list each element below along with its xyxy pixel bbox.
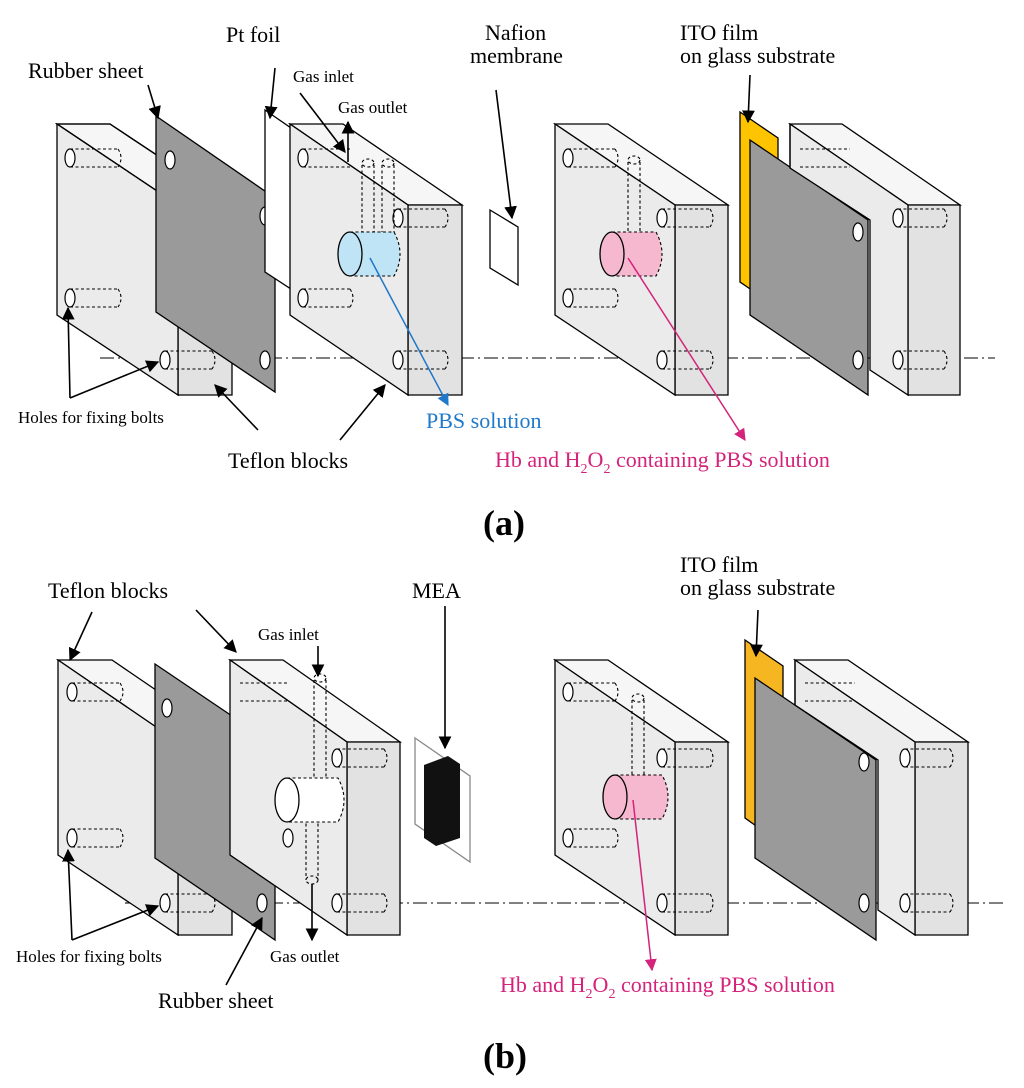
panel-label-b: (b) <box>483 1036 527 1076</box>
label-pt-foil: Pt foil <box>226 22 280 47</box>
hb-chamber-cylinder-a <box>599 231 625 277</box>
label-ito-b-line2: on glass substrate <box>680 575 835 600</box>
label-gas-inlet-a: Gas inlet <box>293 67 354 86</box>
mea-assembly <box>414 736 471 864</box>
label-teflon-blocks-b: Teflon blocks <box>48 578 168 603</box>
label-pbs-solution: PBS solution <box>426 408 542 433</box>
label-hb-h2o2-b: Hb and H2O2 containing PBS solution <box>500 972 835 1002</box>
label-nafion-line2: membrane <box>470 43 563 68</box>
label-ito-a-line1: ITO film <box>680 20 758 45</box>
panel-b: Teflon blocks Gas inlet MEA ITO film on … <box>16 552 1005 1076</box>
rubber-sheet-a <box>155 114 276 394</box>
label-gas-outlet-b: Gas outlet <box>270 947 340 966</box>
label-rubber-sheet-b: Rubber sheet <box>158 988 273 1013</box>
teflon-block-b3 <box>552 658 731 937</box>
nafion-membrane <box>489 208 519 287</box>
label-rubber-sheet-a: Rubber sheet <box>28 58 143 83</box>
label-holes-a: Holes for fixing bolts <box>18 408 164 427</box>
label-holes-b: Holes for fixing bolts <box>16 947 162 966</box>
pbs-chamber-cylinder <box>337 231 363 277</box>
label-teflon-blocks-a: Teflon blocks <box>228 448 348 473</box>
teflon-block-a2 <box>287 122 465 397</box>
panel-label-a: (a) <box>483 503 525 543</box>
panel-a: Rubber sheet Pt foil Gas inlet Gas outle… <box>18 20 995 543</box>
label-gas-outlet-a: Gas outlet <box>338 98 408 117</box>
label-ito-b-line1: ITO film <box>680 552 758 577</box>
label-hb-h2o2-a: Hb and H2O2 containing PBS solution <box>495 447 830 477</box>
teflon-block-a4 <box>787 122 963 397</box>
teflon-block-b2 <box>227 658 403 937</box>
teflon-block-a3 <box>552 122 731 397</box>
hb-chamber-cylinder-b <box>602 774 628 820</box>
label-gas-inlet-b: Gas inlet <box>258 625 319 644</box>
label-nafion-line1: Nafion <box>485 20 546 45</box>
gas-chamber-cylinder <box>274 777 300 823</box>
label-mea: MEA <box>412 578 461 603</box>
teflon-block-b4 <box>792 658 971 937</box>
label-ito-a-line2: on glass substrate <box>680 43 835 68</box>
